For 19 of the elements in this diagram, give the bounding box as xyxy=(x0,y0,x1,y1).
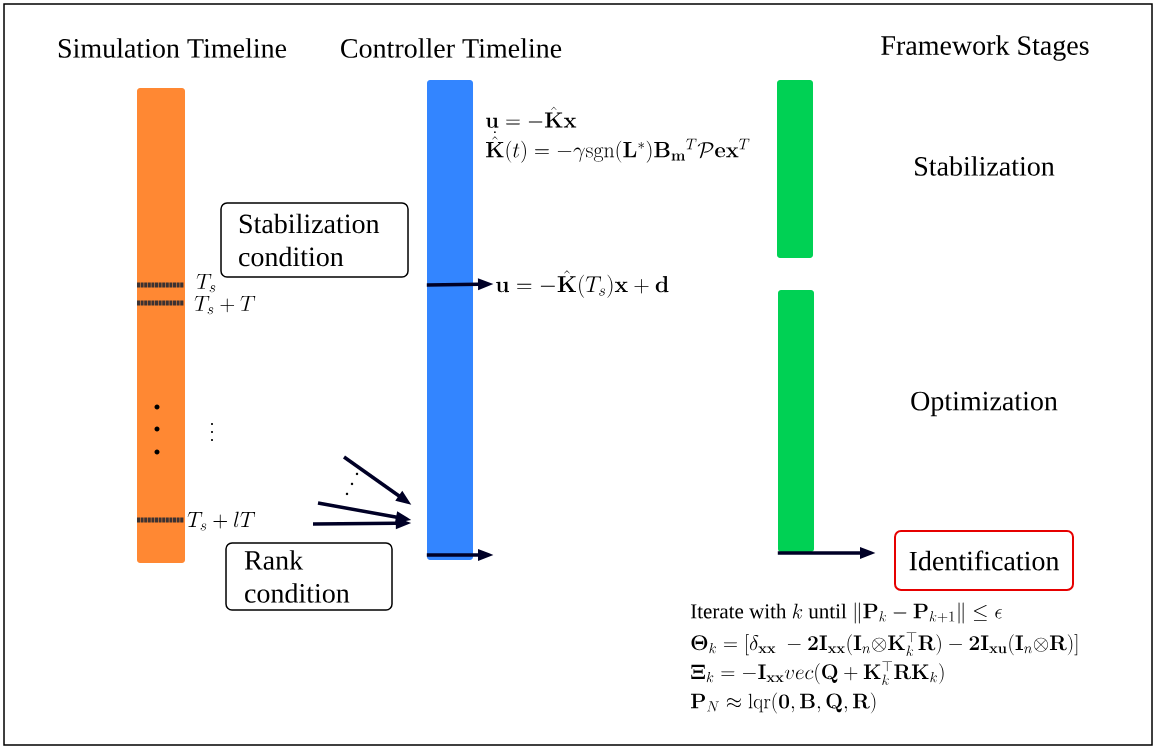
time-label: $T_s + lT$ xyxy=(187,511,256,531)
formula: $\dot{\hat{\mathbf{K}}}(t) = -\gamma \mathrm{sgn}(\mathbf{L}^{*})\mathbf{B}_{\mathbf{m}}{}^{T}\mathcal{P}\mathbf{e}\mathbf{x}^{T}$ xyxy=(486,131,750,163)
formula: $\mathbf{\Theta}_k = [\delta_{\mathbf{xx}}\ - \mathbf{2I}_{\mathbf{xx}}(\mathbf{I}_n{\otimes}\mathbf{K}_k^{\top}\mathbf{R}) - \mathbf{2I}_{\mathbf{xu}}(\mathbf{I}_n{\otimes}\mathbf{R})]$ xyxy=(691,632,1078,656)
time-label: $T_s + T$ xyxy=(194,295,256,315)
stage-bar xyxy=(778,290,814,552)
formula: $\mathbf{\Xi}_k = -\mathbf{I}_{\mathbf{xx}} vec(\mathbf{Q} + \mathbf{K}_k^{\top}\mathbf{R}\mathbf{K}_k)$ xyxy=(691,661,944,685)
condition-box: Stabilization condition xyxy=(220,202,409,278)
control-law: $\mathbf{u} = -\hat{\mathbf{K}}(T_s)\mathbf{x} + \mathbf{d}$ xyxy=(496,270,669,298)
stage-label: Stabilization xyxy=(915,156,1055,176)
stage-bar xyxy=(777,80,813,258)
formula: $\text{Iterate with } k \text{ until } \|\mathbf{P}_k - \mathbf{P}_{k+1}\| \leq \epsilon$ xyxy=(690,602,1003,624)
condition-box: Rank condition xyxy=(225,542,393,611)
formula: $\mathbf{u} = -\hat{\mathbf{K}}\mathbf{x}$ xyxy=(486,106,577,128)
time-label: $T_s$ xyxy=(196,273,216,293)
timeline-bar xyxy=(137,88,185,563)
stage-label: Optimization xyxy=(911,391,1058,417)
timeline-bar xyxy=(427,80,473,560)
stage-box: Identification xyxy=(894,530,1074,591)
formula: $\mathbf{P}_N \approx \mathrm{lqr}(\mathbf{0}, \mathbf{B}, \mathbf{Q}, \mathbf{R})$ xyxy=(691,692,876,714)
